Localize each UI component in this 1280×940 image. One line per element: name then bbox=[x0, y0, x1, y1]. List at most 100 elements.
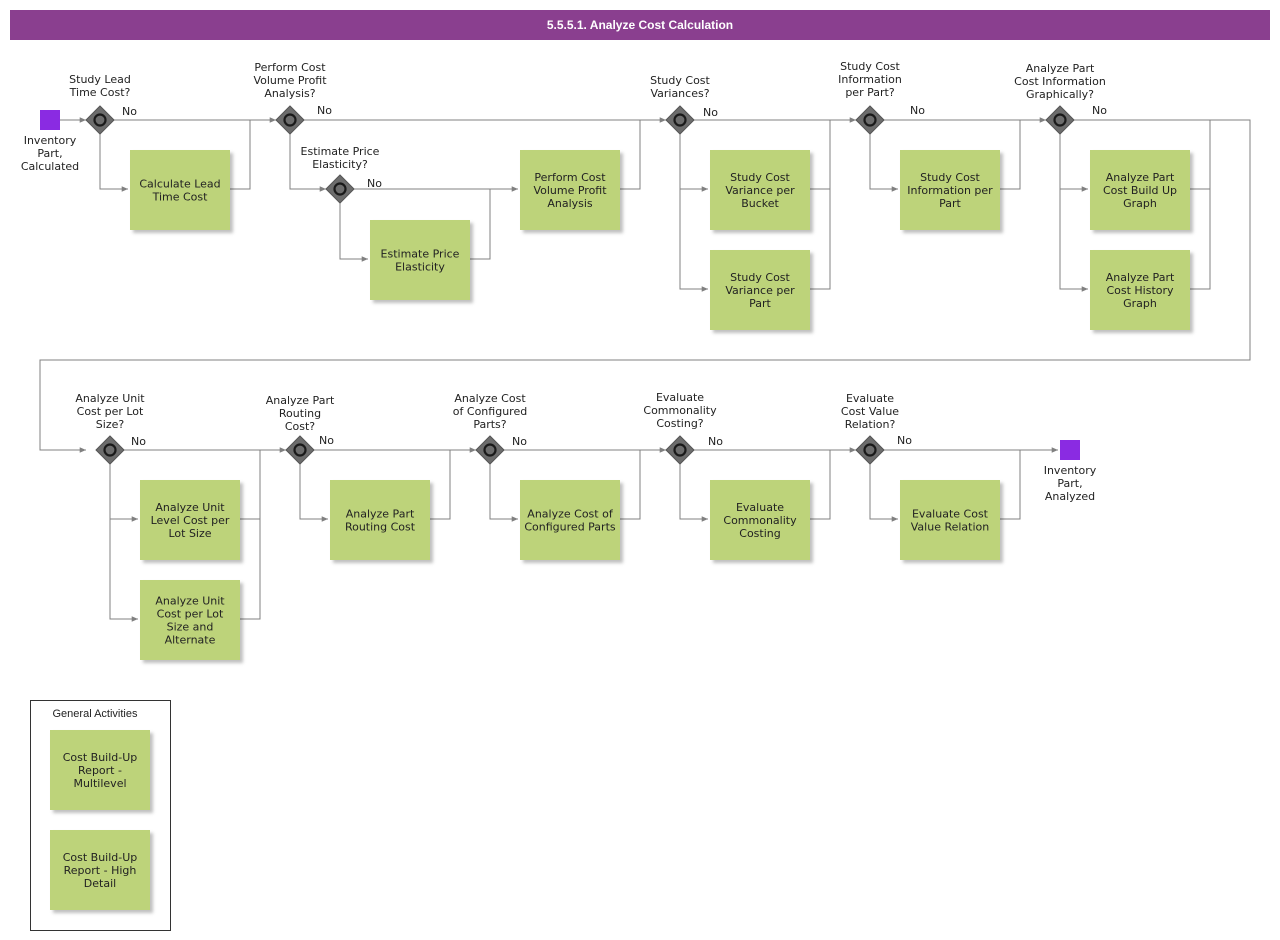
gateway-diamond-icon[interactable] bbox=[95, 435, 125, 465]
sequence-flow bbox=[869, 134, 898, 192]
sequence-flow bbox=[99, 134, 128, 192]
gateway-circle-icon bbox=[863, 113, 877, 127]
gateway-diamond-icon[interactable] bbox=[275, 105, 305, 135]
no-label: No bbox=[708, 435, 723, 448]
gateway-circle-icon bbox=[673, 113, 687, 127]
no-label: No bbox=[703, 106, 718, 119]
gateway-diamond-icon[interactable] bbox=[85, 105, 115, 135]
sequence-flow bbox=[1190, 189, 1211, 290]
activity-box[interactable] bbox=[710, 480, 810, 560]
no-label: No bbox=[1092, 104, 1107, 117]
activity-box[interactable] bbox=[1090, 150, 1190, 230]
activity-box[interactable] bbox=[900, 480, 1000, 560]
gateway-diamond-icon[interactable] bbox=[665, 435, 695, 465]
activity-box[interactable] bbox=[50, 730, 150, 810]
activity-box[interactable] bbox=[130, 150, 230, 230]
activity-box[interactable] bbox=[520, 150, 620, 230]
activity-box[interactable] bbox=[710, 150, 810, 230]
sequence-flow bbox=[1059, 134, 1088, 192]
no-label: No bbox=[122, 105, 137, 118]
gateway-circle-icon bbox=[333, 182, 347, 196]
sequence-flow bbox=[470, 189, 491, 260]
activity-box[interactable] bbox=[1090, 250, 1190, 330]
sequence-flow bbox=[869, 464, 898, 522]
sequence-flow bbox=[810, 189, 831, 290]
activity-box[interactable] bbox=[140, 580, 240, 660]
sequence-flow bbox=[1059, 189, 1088, 292]
sequence-flow bbox=[1190, 120, 1211, 190]
gateway-diamond-icon[interactable] bbox=[285, 435, 315, 465]
activity-box[interactable] bbox=[50, 830, 150, 910]
gateway-circle-icon bbox=[93, 113, 107, 127]
sequence-flow bbox=[240, 450, 261, 520]
no-label: No bbox=[131, 435, 146, 448]
gateway-diamond-icon[interactable] bbox=[325, 174, 355, 204]
activity-box[interactable] bbox=[520, 480, 620, 560]
event-square-icon[interactable] bbox=[40, 110, 60, 130]
activity-box[interactable] bbox=[370, 220, 470, 300]
no-label: No bbox=[317, 104, 332, 117]
activity-box[interactable] bbox=[710, 250, 810, 330]
gateway-diamond-icon[interactable] bbox=[1045, 105, 1075, 135]
activity-box[interactable] bbox=[900, 150, 1000, 230]
sequence-flow bbox=[39, 119, 1251, 453]
sequence-flow bbox=[339, 203, 368, 262]
event-square-icon[interactable] bbox=[1060, 440, 1080, 460]
sequence-flow bbox=[299, 464, 328, 522]
gateway-diamond-icon[interactable] bbox=[475, 435, 505, 465]
gateway-diamond-icon[interactable] bbox=[665, 105, 695, 135]
gateway-diamond-icon[interactable] bbox=[855, 435, 885, 465]
sequence-flow bbox=[810, 450, 831, 520]
sequence-flow bbox=[109, 464, 138, 522]
activity-box[interactable] bbox=[330, 480, 430, 560]
activity-box[interactable] bbox=[140, 480, 240, 560]
gateway-diamond-icon[interactable] bbox=[855, 105, 885, 135]
sequence-flow bbox=[289, 134, 326, 192]
